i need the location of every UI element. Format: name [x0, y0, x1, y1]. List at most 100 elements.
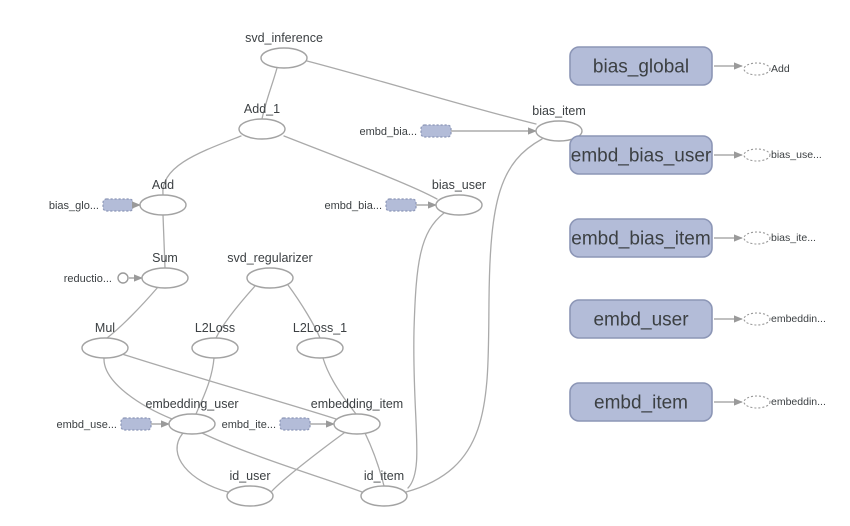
- graph-edge: [162, 135, 242, 196]
- variable-box-bias_global[interactable]: bias_global Add: [569, 46, 790, 86]
- constant-stub-label: reductio...: [64, 273, 112, 285]
- op-node-shape[interactable]: [333, 413, 381, 435]
- op-node-l2loss[interactable]: L2Loss: [191, 321, 239, 359]
- variable-box-shape[interactable]: [569, 382, 713, 422]
- op-node-shape[interactable]: [141, 267, 189, 289]
- op-node-id_item[interactable]: id_item: [360, 469, 408, 507]
- graph-edge: [306, 60, 537, 125]
- op-node-svd_inference[interactable]: svd_inference: [245, 31, 323, 69]
- variable-stub-chip[interactable]: [102, 198, 134, 212]
- op-node-shape[interactable]: [226, 485, 274, 507]
- variable-stub[interactable]: embd_bia...: [360, 124, 537, 138]
- op-node-shape[interactable]: [260, 47, 308, 69]
- op-node-label: embedding_item: [311, 397, 403, 411]
- edges-layer: [103, 60, 543, 493]
- ghost-node-shape[interactable]: [743, 148, 771, 162]
- variable-stub[interactable]: embd_use...: [56, 417, 170, 431]
- ghost-node-shape[interactable]: [743, 395, 771, 409]
- op-node-bias_item[interactable]: bias_item: [532, 104, 586, 142]
- ghost-node-shape[interactable]: [743, 231, 771, 245]
- op-node-label: svd_inference: [245, 31, 323, 45]
- op-node-shape[interactable]: [296, 337, 344, 359]
- variable-box-label: embd_bias_user: [571, 146, 712, 167]
- graph-edge: [322, 357, 357, 415]
- variable-stub-chip[interactable]: [385, 198, 417, 212]
- variable-box-shape[interactable]: [569, 135, 713, 175]
- variable-box-label: bias_global: [593, 57, 689, 78]
- variable-stub-label: bias_glo...: [49, 200, 99, 212]
- variable-stub-chip[interactable]: [420, 124, 452, 138]
- op-node-shape[interactable]: [360, 485, 408, 507]
- op-node-sum[interactable]: Sum: [141, 251, 189, 289]
- variable-box-label: embd_bias_item: [571, 229, 710, 250]
- op-node-shape[interactable]: [238, 118, 286, 140]
- op-node-add_1[interactable]: Add_1: [238, 102, 286, 140]
- op-node-label: Add_1: [244, 102, 280, 116]
- ghost-node-label: bias_use...: [771, 149, 822, 161]
- variable-box-shape[interactable]: [569, 299, 713, 339]
- variable-box-embd_bias_item[interactable]: embd_bias_item bias_ite...: [569, 218, 816, 258]
- constant-stub[interactable]: reductio...: [64, 272, 143, 285]
- ghost-node-label: Add: [771, 63, 790, 75]
- constant-stub-dot[interactable]: [117, 272, 129, 284]
- variable-stub-label: embd_bia...: [360, 126, 417, 138]
- variable-box-shape[interactable]: [569, 218, 713, 258]
- graph-edge: [407, 212, 445, 489]
- variable-box-shape[interactable]: [569, 46, 713, 86]
- op-node-shape[interactable]: [139, 194, 187, 216]
- op-node-mul[interactable]: Mul: [81, 321, 129, 359]
- variable-stub-chip[interactable]: [120, 417, 152, 431]
- op-node-label: bias_item: [532, 104, 586, 118]
- ghost-node-label: bias_ite...: [771, 232, 816, 244]
- variable-box-embd_bias_user[interactable]: embd_bias_user bias_use...: [569, 135, 822, 175]
- op-node-shape[interactable]: [81, 337, 129, 359]
- variable-box-label: embd_item: [594, 393, 688, 414]
- op-node-embedding_user[interactable]: embedding_user: [145, 397, 239, 435]
- variable-stub-chip[interactable]: [279, 417, 311, 431]
- ghost-node-shape[interactable]: [743, 62, 771, 76]
- op-node-shape[interactable]: [435, 194, 483, 216]
- graph-edge: [121, 353, 337, 420]
- graph-edge: [287, 284, 321, 339]
- op-node-shape[interactable]: [168, 413, 216, 435]
- op-node-id_user[interactable]: id_user: [226, 469, 274, 507]
- graph-edge: [103, 357, 173, 420]
- ghost-node-label: embeddin...: [771, 396, 826, 408]
- op-node-label: id_item: [364, 469, 404, 483]
- op-node-shape[interactable]: [246, 267, 294, 289]
- graph-edge: [162, 214, 166, 269]
- graph-edge: [176, 432, 229, 493]
- op-node-embedding_item[interactable]: embedding_item: [311, 397, 403, 435]
- constant-stubs-layer[interactable]: reductio...: [64, 272, 143, 285]
- op-node-l2loss_1[interactable]: L2Loss_1: [293, 321, 347, 359]
- op-node-label: Mul: [95, 321, 115, 335]
- graph-edge: [106, 286, 159, 339]
- variable-box-embd_item[interactable]: embd_item embeddin...: [569, 382, 826, 422]
- op-node-label: id_user: [230, 469, 271, 483]
- graph-edge: [271, 432, 345, 492]
- graph-edge: [215, 285, 256, 339]
- variable-stubs-layer[interactable]: bias_glo... embd_bia... embd_bia... embd_us…: [49, 124, 537, 431]
- op-node-shape[interactable]: [191, 337, 239, 359]
- graph-edge: [261, 67, 278, 120]
- graph-edge: [405, 138, 543, 493]
- variable-stub-label: embd_use...: [56, 419, 117, 431]
- op-node-shape[interactable]: [535, 120, 583, 142]
- op-node-label: bias_user: [432, 178, 486, 192]
- variable-stub[interactable]: embd_ite...: [222, 417, 335, 431]
- variable-stub[interactable]: bias_glo...: [49, 198, 141, 212]
- op-node-bias_user[interactable]: bias_user: [432, 178, 486, 216]
- op-node-add[interactable]: Add: [139, 178, 187, 216]
- op-node-label: L2Loss: [195, 321, 235, 335]
- variable-stub[interactable]: embd_bia...: [325, 198, 437, 212]
- op-node-svd_regularizer[interactable]: svd_regularizer: [227, 251, 313, 289]
- op-node-label: svd_regularizer: [227, 251, 312, 265]
- ghost-node-shape[interactable]: [743, 312, 771, 326]
- op-node-label: Sum: [152, 251, 178, 265]
- op-node-label: Add: [152, 178, 174, 192]
